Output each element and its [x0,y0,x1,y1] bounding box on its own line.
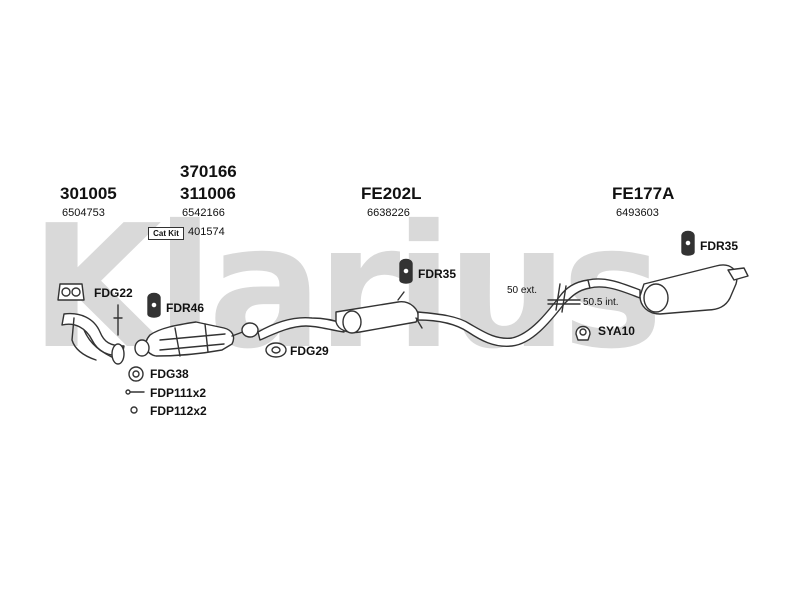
cat-kit-badge: Cat Kit [148,227,184,240]
mid-flange [241,322,259,338]
tailpipe [727,267,749,281]
part-code-fe177a[interactable]: FE177A [612,184,675,203]
part-code-301005[interactable]: 301005 [60,184,117,203]
label-fdr35-mid[interactable]: FDR35 [418,267,457,281]
fdp111-icon [125,389,145,395]
ref-6638226: 6638226 [367,207,410,219]
label-fdg22[interactable]: FDG22 [94,286,133,300]
label-fdp112[interactable]: FDP112x2 [150,404,207,418]
fdg22-icon [57,283,85,301]
ref-6504753: 6504753 [62,207,105,219]
ref-6493603: 6493603 [616,207,659,219]
label-fdp111[interactable]: FDP111x2 [150,386,207,400]
label-sya10[interactable]: SYA10 [598,324,635,338]
clamp-mark [555,283,567,313]
part-code-370166[interactable]: 370166 [180,162,237,181]
note-50-ext: 50 ext. [507,285,538,296]
fdg29-icon [265,342,287,358]
cat-inlet [134,339,150,357]
rear-pipe [587,278,641,299]
hanger-hooks [397,291,423,329]
part-code-fe202l[interactable]: FE202L [361,184,422,203]
fdg38-icon [128,366,144,382]
fdr35-right-icon [681,230,695,256]
sya10-icon [575,325,591,341]
label-fdg29[interactable]: FDG29 [290,344,329,358]
downpipe-flange [111,343,125,365]
label-fdr46[interactable]: FDR46 [166,301,205,315]
part-code-311006[interactable]: 311006 [180,184,236,203]
label-fdr35-right[interactable]: FDR35 [700,239,739,253]
front-downpipe [61,312,125,357]
catalytic-converter [145,321,235,357]
lambda-sensor [113,304,123,336]
fdr35-mid-icon [399,258,413,284]
brand-watermark: Klarius [30,208,663,368]
ref-401574: 401574 [188,226,225,238]
note-50-5-int: 50.5 int. [583,297,619,308]
ref-6542166: 6542166 [182,207,225,219]
fdp112-icon [130,406,138,414]
fdr46-icon [147,292,161,318]
mid-pipe-rear [417,279,591,348]
label-fdg38[interactable]: FDG38 [150,367,189,381]
mid-pipe-front [257,316,345,341]
